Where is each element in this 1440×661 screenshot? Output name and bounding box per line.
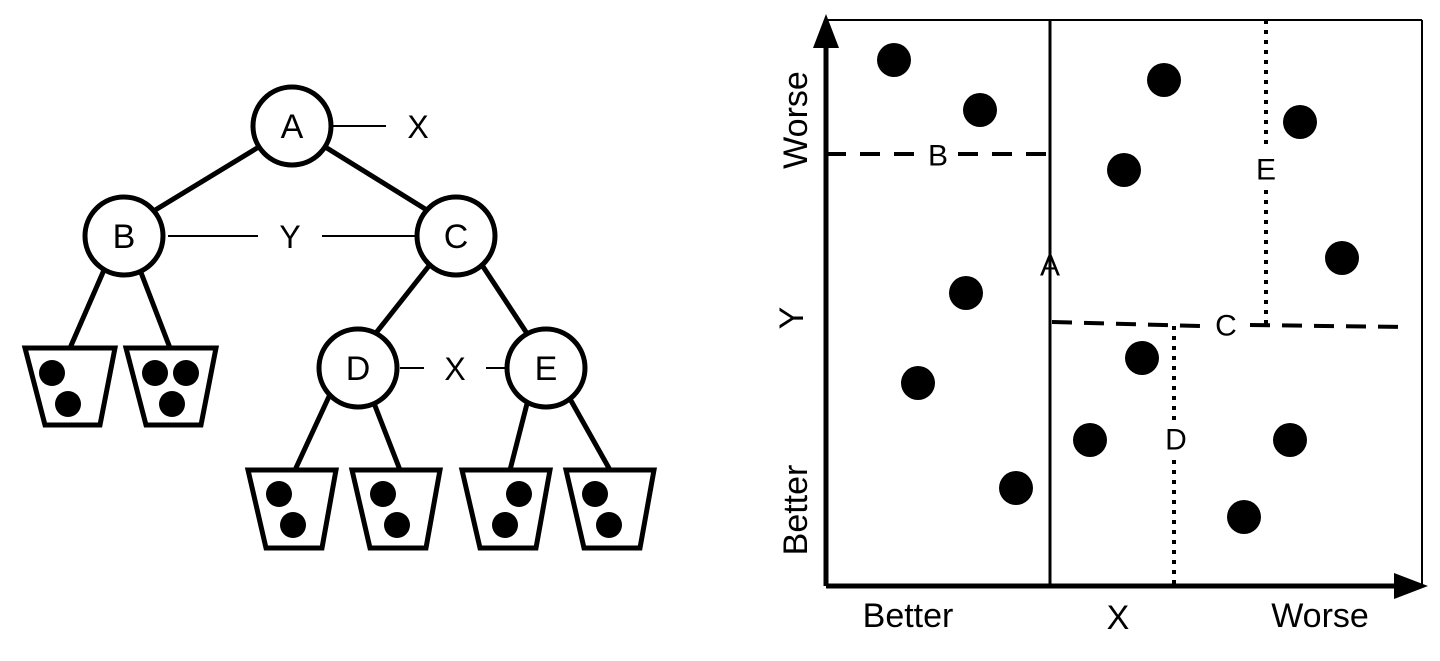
tree-node-e bbox=[504, 326, 588, 410]
split-label-b-c: Y bbox=[279, 219, 300, 255]
region-label-a: A bbox=[1040, 250, 1060, 283]
data-point bbox=[1073, 423, 1107, 457]
data-point bbox=[1227, 500, 1261, 534]
tree-node-b bbox=[82, 194, 166, 278]
x-axis-low-label: Better bbox=[863, 597, 954, 635]
tree-node-d-label: D bbox=[346, 350, 371, 388]
leaf-ball bbox=[159, 391, 185, 417]
decision-tree bbox=[21, 84, 657, 551]
leaf-ball bbox=[596, 512, 622, 538]
data-point bbox=[949, 276, 983, 310]
tree-node-a-label: A bbox=[281, 108, 304, 146]
data-point bbox=[1107, 153, 1141, 187]
x-axis-arrow-icon bbox=[1394, 573, 1428, 599]
data-point bbox=[877, 43, 911, 77]
leaf-ball bbox=[582, 481, 608, 507]
y-axis-label: Y bbox=[773, 307, 811, 330]
tree-edge-e-leaf5 bbox=[507, 391, 533, 471]
split-line-c-left bbox=[1051, 320, 1201, 328]
data-point bbox=[1273, 423, 1307, 457]
leaf-ball bbox=[173, 360, 199, 386]
data-point bbox=[1147, 63, 1181, 97]
data-point bbox=[1325, 241, 1359, 275]
x-axis-high-label: Worse bbox=[1271, 597, 1369, 635]
split-line-c-right bbox=[1249, 323, 1406, 329]
data-point bbox=[1125, 341, 1159, 375]
leaf-ball bbox=[266, 481, 292, 507]
data-point bbox=[901, 366, 935, 400]
y-axis-arrow-icon bbox=[813, 14, 839, 48]
leaf-ball bbox=[142, 360, 168, 386]
x-axis-label: X bbox=[1107, 599, 1130, 637]
partition-points bbox=[877, 43, 1359, 534]
leaf-ball bbox=[280, 512, 306, 538]
leaf-ball bbox=[55, 391, 81, 417]
region-label-c: C bbox=[1215, 310, 1237, 343]
tree-edge-d-leaf3 bbox=[292, 388, 335, 472]
leaf-ball bbox=[384, 512, 410, 538]
tree-edge-e-leaf6 bbox=[562, 388, 613, 472]
data-point bbox=[1283, 105, 1317, 139]
y-axis-low-label: Better bbox=[777, 465, 815, 556]
split-label-d-e: X bbox=[444, 351, 465, 387]
leaf-ball bbox=[506, 481, 532, 507]
tree-edge-a-b bbox=[150, 142, 264, 215]
tree-edge-a-c bbox=[320, 142, 432, 215]
leaf-balls bbox=[39, 360, 622, 538]
tree-node-d bbox=[316, 326, 400, 410]
region-label-d: D bbox=[1165, 424, 1187, 457]
tree-node-b-label: B bbox=[113, 218, 136, 256]
tree-edge-b-leaf1 bbox=[67, 269, 107, 349]
data-point bbox=[999, 471, 1033, 505]
region-label-e: E bbox=[1256, 154, 1276, 187]
tree-edge-b-leaf2 bbox=[137, 269, 173, 349]
tree-node-e-label: E bbox=[535, 350, 558, 388]
partition-plot bbox=[813, 14, 1428, 599]
leaf-ball bbox=[492, 512, 518, 538]
tree-node-c bbox=[414, 194, 498, 278]
split-label-a: X bbox=[407, 109, 428, 145]
tree-edge-c-e bbox=[477, 260, 533, 340]
tree-node-c-label: C bbox=[444, 218, 469, 256]
leaf-ball bbox=[39, 360, 65, 386]
y-axis-high-label: Worse bbox=[777, 71, 815, 169]
leaf-ball bbox=[370, 481, 396, 507]
data-point bbox=[963, 93, 997, 127]
tree-node-a bbox=[250, 84, 334, 168]
region-label-b: B bbox=[928, 140, 948, 173]
tree-edge-c-d bbox=[370, 260, 434, 340]
